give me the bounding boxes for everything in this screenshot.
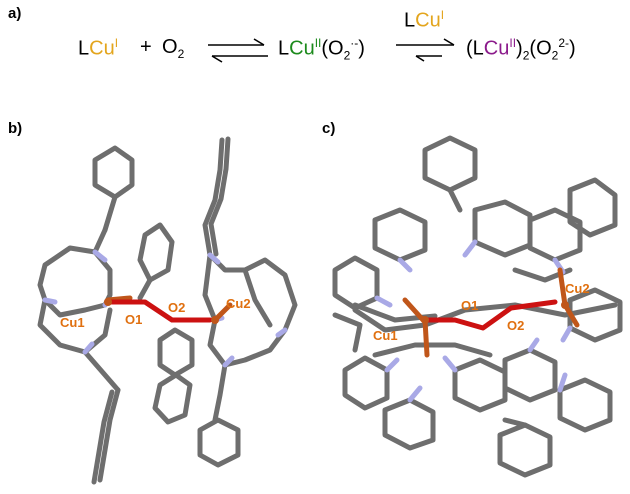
- molecule-structure-c: Cu1 Cu2 O1 O2: [332, 135, 623, 478]
- label-o2-c: O2: [507, 318, 524, 333]
- reagent-over-arrow: LCuI: [404, 8, 445, 32]
- reactant-lcu: LCuI: [78, 36, 119, 60]
- reactant-o2: O2: [162, 36, 185, 61]
- plus-sign: +: [140, 36, 152, 58]
- reaction-equation: LCuI + O2 LCuII(O2·-) LCuI (LCuII)2(O22-…: [0, 8, 630, 76]
- equilibrium-arrow-2: [396, 38, 455, 62]
- equilibrium-arrow-1: [208, 38, 268, 63]
- label-o2-b: O2: [168, 300, 185, 315]
- label-cu1-b: Cu1: [60, 315, 85, 330]
- label-o1-c: O1: [461, 298, 478, 313]
- label-cu1-c: Cu1: [373, 328, 398, 343]
- panel-label-a: a): [8, 5, 22, 22]
- panel-label-c: c): [322, 120, 336, 137]
- panel-label-b: b): [8, 120, 23, 137]
- molecule-structure-b: Cu1 Cu2 O1 O2: [37, 136, 298, 485]
- label-o1-b: O1: [125, 312, 142, 327]
- intermediate-superoxo: LCuII(O2·-): [278, 36, 365, 63]
- label-cu2-b: Cu2: [226, 296, 251, 311]
- product-peroxo: (LCuII)2(O22-): [466, 36, 576, 63]
- label-cu2-c: Cu2: [565, 281, 590, 296]
